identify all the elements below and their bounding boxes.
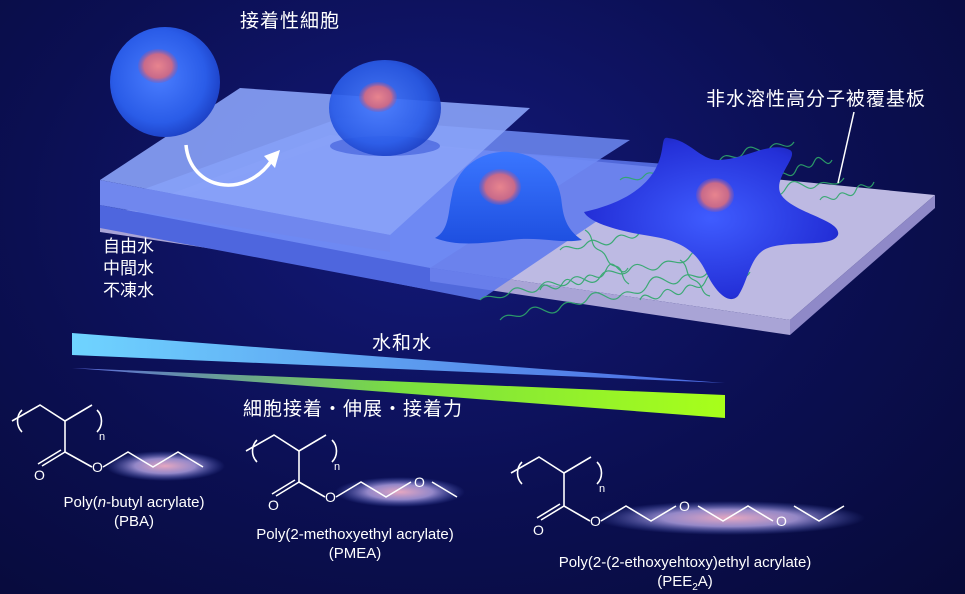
pba-name-italic: n	[97, 494, 107, 511]
adhesion-label: 細胞接着・伸展・接着力	[243, 398, 464, 420]
pmea-structure	[245, 434, 465, 507]
pee2a-ether-oxygen-1: O	[679, 498, 690, 514]
adherent-cell-label: 接着性細胞	[240, 10, 341, 32]
pee2a-abbr-subscript: 2	[692, 582, 698, 593]
pmea-carbonyl-oxygen: O	[268, 497, 279, 513]
pmea-repeat-subscript: n	[334, 461, 340, 473]
pba-carbonyl-oxygen: O	[34, 467, 45, 483]
substrate-pointer-line	[837, 111, 855, 184]
spreading-cell	[435, 151, 582, 244]
pee2a-abbr-prefix: (PEE	[657, 573, 693, 590]
pee2a-ester-oxygen: O	[590, 513, 601, 529]
pee2a-structure	[510, 456, 865, 535]
pmea-name: Poly(2-methoxyethyl acrylate) (PMEA)	[230, 525, 480, 563]
pba-repeat-subscript: n	[99, 431, 105, 443]
pmea-ether-oxygen: O	[414, 474, 425, 490]
pee2a-repeat-subscript: n	[599, 483, 605, 495]
pee2a-name-text: Poly(2-(2-ethoxyehtoxy)ethyl acrylate)	[558, 554, 812, 571]
nonfreezing-water-label: 不凍水	[103, 281, 154, 301]
pba-name-prefix: Poly(	[63, 494, 98, 511]
free-water-label: 自由水	[103, 237, 154, 257]
pee2a-carbonyl-oxygen: O	[533, 522, 544, 538]
pba-name-suffix: -butyl acrylate)	[106, 494, 205, 511]
adhesion-gradient-bar	[72, 368, 725, 418]
pmea-ester-oxygen: O	[325, 489, 336, 505]
hydration-gradient-bar	[72, 333, 725, 383]
floating-cell	[110, 27, 220, 137]
pba-ester-oxygen: O	[92, 459, 103, 475]
pba-structure	[11, 404, 225, 481]
spread-cell	[584, 137, 839, 300]
pmea-abbr: (PMEA)	[328, 545, 382, 562]
pee2a-abbr-suffix: A)	[697, 573, 713, 590]
pba-name: Poly(n-butyl acrylate) (PBA)	[34, 493, 234, 531]
intermediate-water-label: 中間水	[103, 259, 154, 279]
attaching-cell	[329, 60, 441, 156]
pba-abbr: (PBA)	[113, 513, 154, 530]
rolling-arrow-icon	[184, 144, 280, 187]
hydration-water-label: 水和水	[372, 332, 433, 354]
substrate-label: 非水溶性高分子被覆基板	[706, 88, 927, 110]
pee2a-ether-oxygen-2: O	[776, 513, 787, 529]
pmea-name-text: Poly(2-methoxyethyl acrylate)	[256, 526, 454, 543]
pee2a-name: Poly(2-(2-ethoxyehtoxy)ethyl acrylate) (…	[515, 553, 855, 594]
